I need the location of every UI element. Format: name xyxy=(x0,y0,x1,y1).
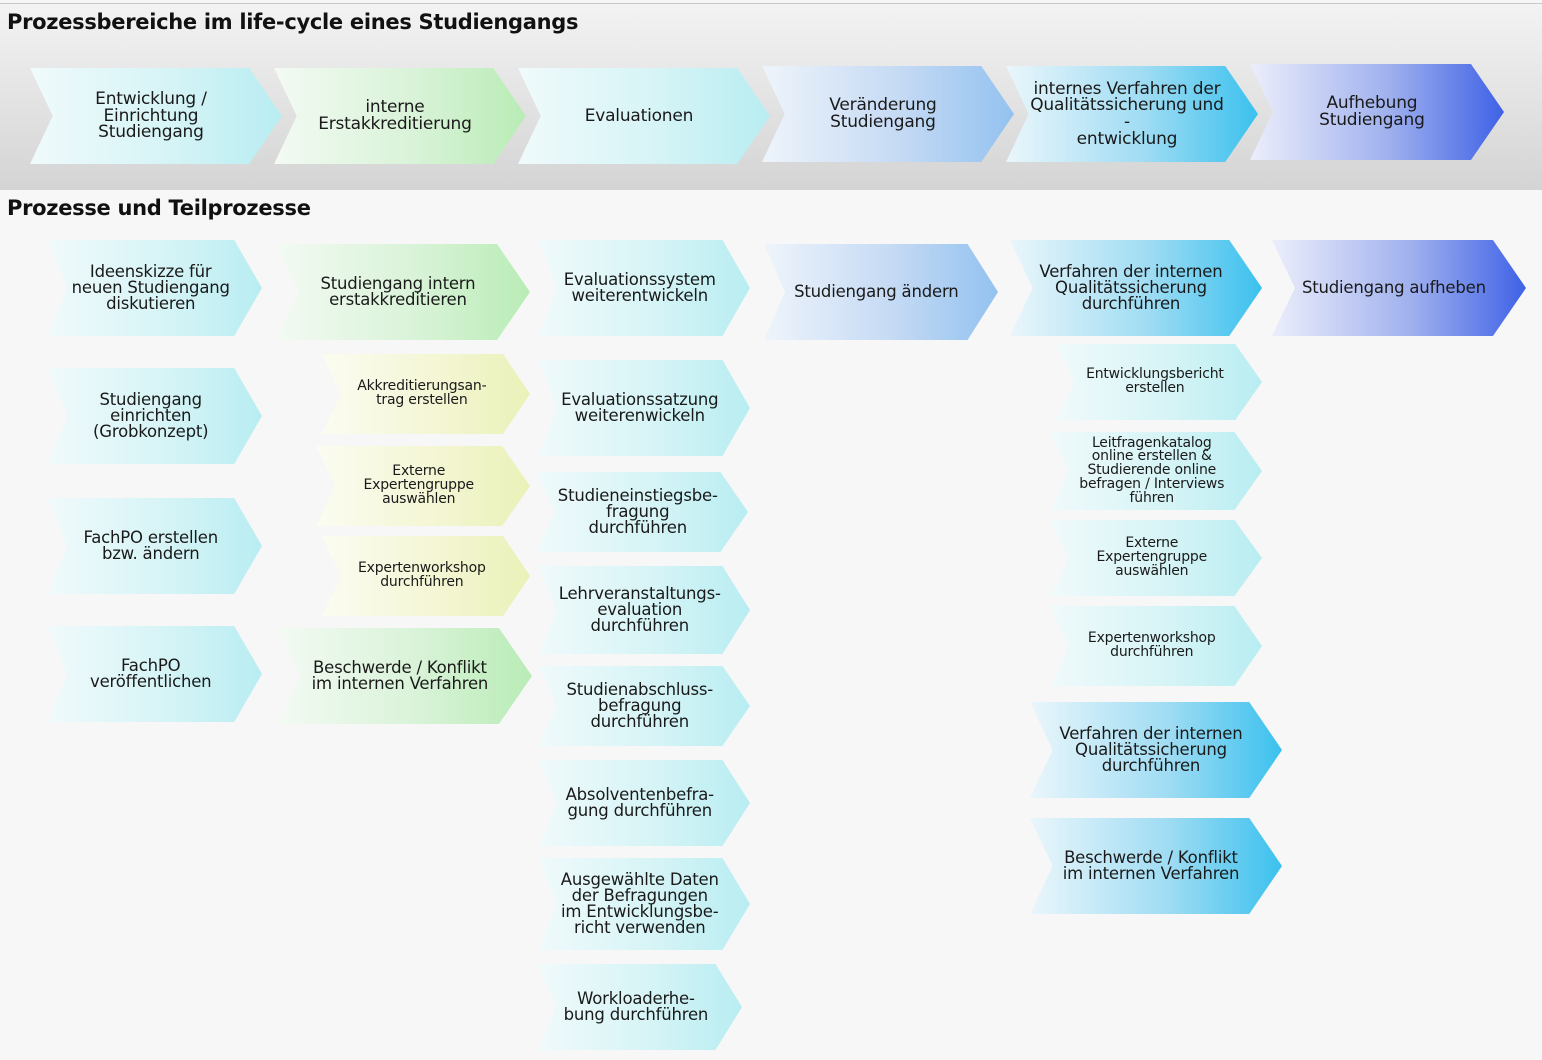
lifecycle-title: Prozessbereiche im life-cycle eines Stud… xyxy=(7,10,579,34)
process-label: Beschwerde / Konflikt im internen Verfah… xyxy=(1062,847,1240,883)
subprocess-label: Expertenworkshop durchführen xyxy=(358,560,486,590)
subprocess-label: Akkreditierungsan- trag erstellen xyxy=(357,378,487,408)
stage-label: internes Verfahren der Qualitätssicherun… xyxy=(1030,78,1224,149)
stage-label: Evaluationen xyxy=(584,105,694,126)
process-label: Ausgewählte Daten der Befragungen im Ent… xyxy=(560,869,719,938)
subprocess-label: Leitfragenkatalog online erstellen & Stu… xyxy=(1079,434,1225,506)
process-label: Studiengang intern erstakkreditieren xyxy=(320,273,476,309)
subprocess-akkreditierungsantrag: Akkreditierungsan- trag erstellen xyxy=(322,354,530,434)
process-label: Studienabschluss- befragung durchführen xyxy=(566,679,714,732)
process-verfahren-qs: Verfahren der internen Qualitätssicherun… xyxy=(1010,240,1262,336)
process-label: Studiengang einrichten (Grobkonzept) xyxy=(93,389,209,442)
process-label: Verfahren der internen Qualitätssicherun… xyxy=(1059,723,1243,776)
stage-label: Veränderung Studiengang xyxy=(829,95,937,132)
process-label: Workloaderhe- bung durchführen xyxy=(563,988,709,1024)
process-beschwerde-qs: Beschwerde / Konflikt im internen Verfah… xyxy=(1030,818,1282,914)
process-label: Absolventenbefra- gung durchführen xyxy=(565,784,715,820)
stage-entwicklung: Entwicklung / Einrichtung Studiengang xyxy=(30,68,282,164)
subprocess-label: Entwicklungsbericht erstellen xyxy=(1086,366,1224,396)
process-label: Lehrveranstaltungs- evaluation durchführ… xyxy=(558,583,721,636)
process-label: Studiengang aufheben xyxy=(1301,277,1486,297)
stage-qualitaetssicherung: internes Verfahren der Qualitätssicherun… xyxy=(1006,66,1258,162)
subprocess-expertenworkshop-qs: Expertenworkshop durchführen xyxy=(1050,606,1262,686)
process-erstakkreditieren: Studiengang intern erstakkreditieren xyxy=(276,244,530,340)
process-evaluationssystem: Evaluationssystem weiterentwickeln xyxy=(538,240,750,336)
stage-evaluationen: Evaluationen xyxy=(518,68,770,164)
subprocess-leitfragenkatalog: Leitfragenkatalog online erstellen & Stu… xyxy=(1050,432,1262,510)
process-studiengang-aendern: Studiengang ändern xyxy=(764,244,998,340)
process-studiengang-einrichten: Studiengang einrichten (Grobkonzept) xyxy=(48,368,262,464)
subprocess-expertengruppe: Externe Expertengruppe auswählen xyxy=(316,446,530,526)
process-fachpo-veroeffentlichen: FachPO veröffentlichen xyxy=(48,626,262,722)
stage-veraenderung: Veränderung Studiengang xyxy=(762,66,1014,162)
process-label: Ideenskizze für neuen Studiengang diskut… xyxy=(71,261,230,314)
subprocess-expertenworkshop: Expertenworkshop durchführen xyxy=(322,536,530,616)
subprocess-label: Externe Expertengruppe auswählen xyxy=(1096,535,1208,579)
subprocess-label: Externe Expertengruppe auswählen xyxy=(363,463,474,507)
process-studienabschlussbefragung: Studienabschluss- befragung durchführen xyxy=(538,666,750,746)
subprocess-expertengruppe-qs: Externe Expertengruppe auswählen xyxy=(1050,520,1262,596)
stage-label: Entwicklung / Einrichtung Studiengang xyxy=(95,89,207,143)
process-studieneinstiegsbefragung: Studieneinstiegsbe- fragung durchführen xyxy=(536,472,748,552)
processes-title: Prozesse und Teilprozesse xyxy=(7,196,311,220)
process-fachpo-erstellen: FachPO erstellen bzw. ändern xyxy=(48,498,262,594)
process-workloaderhebung: Workloaderhe- bung durchführen xyxy=(538,964,742,1050)
process-beschwerde: Beschwerde / Konflikt im internen Verfah… xyxy=(278,628,532,724)
process-absolventenbefragung: Absolventenbefra- gung durchführen xyxy=(538,760,750,846)
subprocess-entwicklungsbericht: Entwicklungsbericht erstellen xyxy=(1056,344,1262,420)
process-label: Studiengang ändern xyxy=(794,281,959,301)
stage-label: Aufhebung Studiengang xyxy=(1319,93,1425,130)
process-label: Beschwerde / Konflikt im internen Verfah… xyxy=(311,657,489,693)
process-label: Verfahren der internen Qualitätssicherun… xyxy=(1039,261,1223,314)
process-verfahren-qs-2: Verfahren der internen Qualitätssicherun… xyxy=(1030,702,1282,798)
process-ideenskizze: Ideenskizze für neuen Studiengang diskut… xyxy=(48,240,262,336)
stage-aufhebung: Aufhebung Studiengang xyxy=(1250,64,1504,160)
process-studiengang-aufheben: Studiengang aufheben xyxy=(1272,240,1526,336)
process-daten-verwenden: Ausgewählte Daten der Befragungen im Ent… xyxy=(538,858,750,950)
process-evaluationssatzung: Evaluationssatzung weiterenwickeln xyxy=(538,360,750,456)
stage-label: interne Erstakkreditierung xyxy=(318,97,472,134)
process-label: FachPO veröffentlichen xyxy=(90,655,212,691)
process-label: FachPO erstellen bzw. ändern xyxy=(83,527,218,563)
process-lehrveranstaltungsevaluation: Lehrveranstaltungs- evaluation durchführ… xyxy=(538,566,750,654)
stage-erstakkreditierung: interne Erstakkreditierung xyxy=(274,68,526,164)
process-label: Studieneinstiegsbe- fragung durchführen xyxy=(557,485,718,538)
subprocess-label: Expertenworkshop durchführen xyxy=(1087,630,1216,660)
process-label: Evaluationssatzung weiterenwickeln xyxy=(561,389,719,425)
process-label: Evaluationssystem weiterentwickeln xyxy=(563,269,716,305)
